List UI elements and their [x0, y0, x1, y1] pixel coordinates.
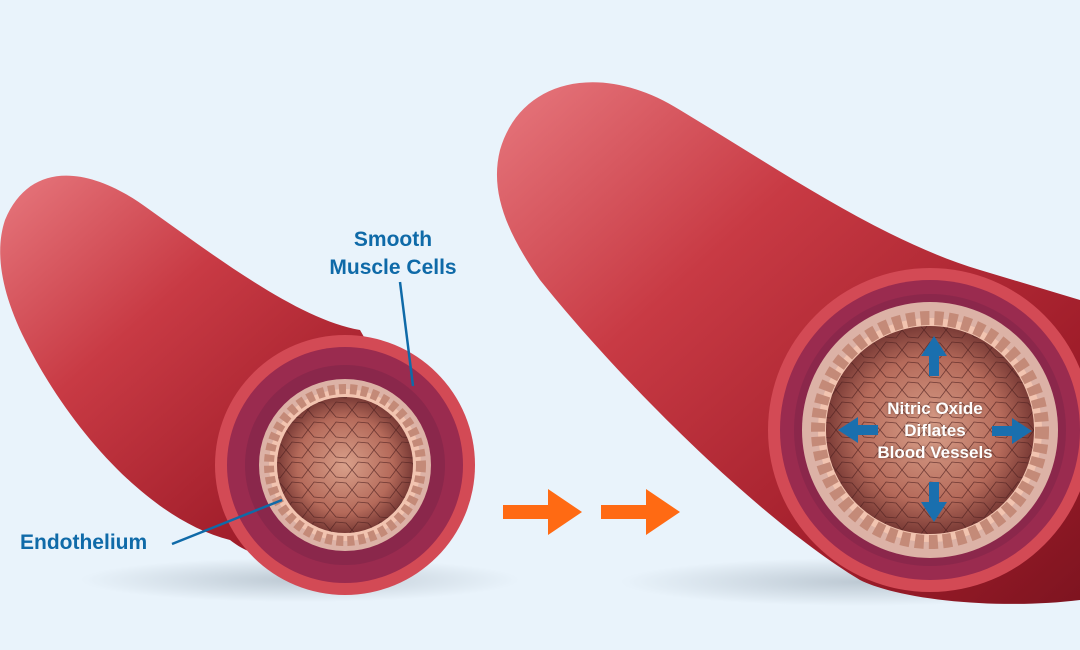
nitric-oxide-line-3: Blood Vessels [845, 442, 1025, 464]
arrow-right-icon [503, 489, 582, 535]
endothelium-label: Endothelium [20, 529, 147, 557]
nitric-oxide-line-1: Nitric Oxide [845, 398, 1025, 420]
arrow-right-icon [601, 489, 680, 535]
transition-arrows [503, 489, 680, 535]
dilated-vessel [497, 82, 1080, 606]
nitric-oxide-line-2: Diflates [845, 420, 1025, 442]
nitric-oxide-label: Nitric Oxide Diflates Blood Vessels [845, 398, 1025, 464]
smooth-muscle-label-line-1: Smooth [318, 226, 468, 254]
smooth-muscle-cells-label: Smooth Muscle Cells [318, 226, 468, 282]
smooth-muscle-label-line-2: Muscle Cells [318, 254, 468, 282]
